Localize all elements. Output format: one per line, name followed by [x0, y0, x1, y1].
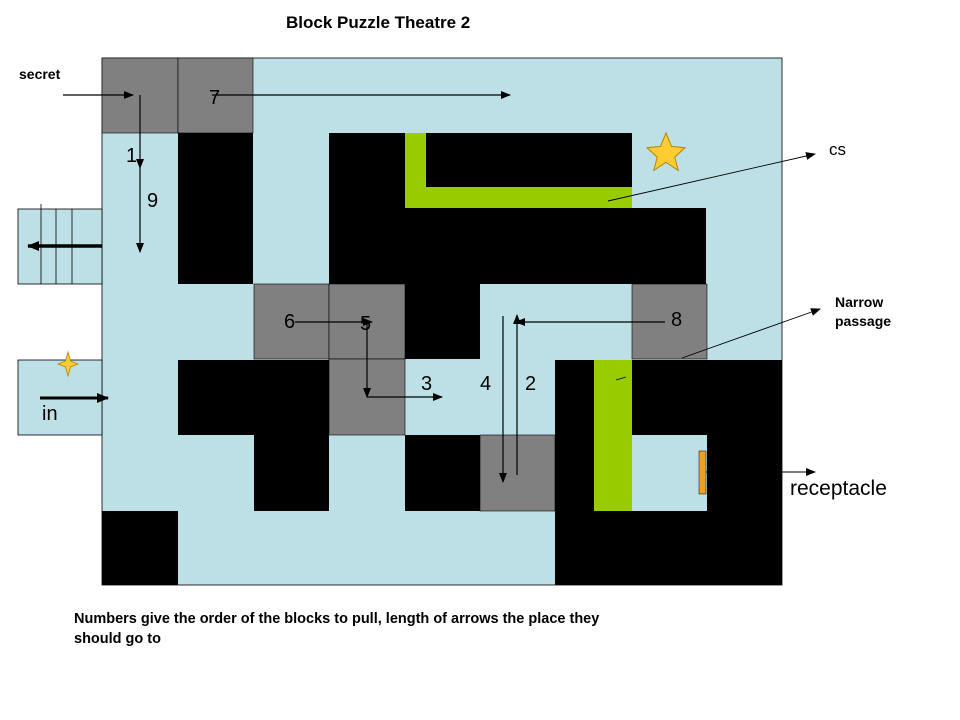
block-number-9: 9 — [147, 190, 158, 212]
block-number-2: 2 — [525, 373, 536, 395]
callout-pointers — [607, 152, 821, 476]
green-bars — [405, 133, 632, 511]
narrow-passage-label-1: Narrow — [835, 294, 883, 310]
block-number-3: 3 — [421, 373, 432, 395]
page-title: Block Puzzle Theatre 2 — [286, 13, 470, 32]
walls — [102, 133, 782, 585]
receptacle-label: receptacle — [790, 477, 887, 500]
block-number-8: 8 — [671, 309, 682, 331]
movable-blocks — [101, 57, 708, 512]
narrow-passage-label-2: passage — [835, 313, 891, 329]
instructions-line-2: should go to — [74, 631, 161, 647]
sparkle-star-icon — [56, 350, 80, 378]
receptacle-slot — [698, 450, 707, 495]
move-arrows — [63, 91, 665, 483]
block-number-1: 1 — [126, 145, 137, 167]
block-number-7: 7 — [209, 87, 220, 109]
block-numbers: 1 2 3 4 5 6 7 8 9 — [126, 87, 682, 395]
instructions-line-1: Numbers give the order of the blocks to … — [74, 611, 599, 627]
entrance-passage — [17, 350, 109, 436]
narrow-passage-pointer-icon — [681, 308, 821, 359]
block-number-5: 5 — [360, 313, 371, 335]
block-number-6: 6 — [284, 311, 295, 333]
block-number-4: 4 — [480, 373, 491, 395]
cs-label: cs — [829, 140, 846, 159]
exit-passage — [17, 204, 103, 285]
star-icon — [645, 131, 687, 172]
cs-pointer-icon — [607, 152, 816, 202]
in-label: in — [42, 403, 58, 425]
secret-label: secret — [19, 66, 61, 82]
